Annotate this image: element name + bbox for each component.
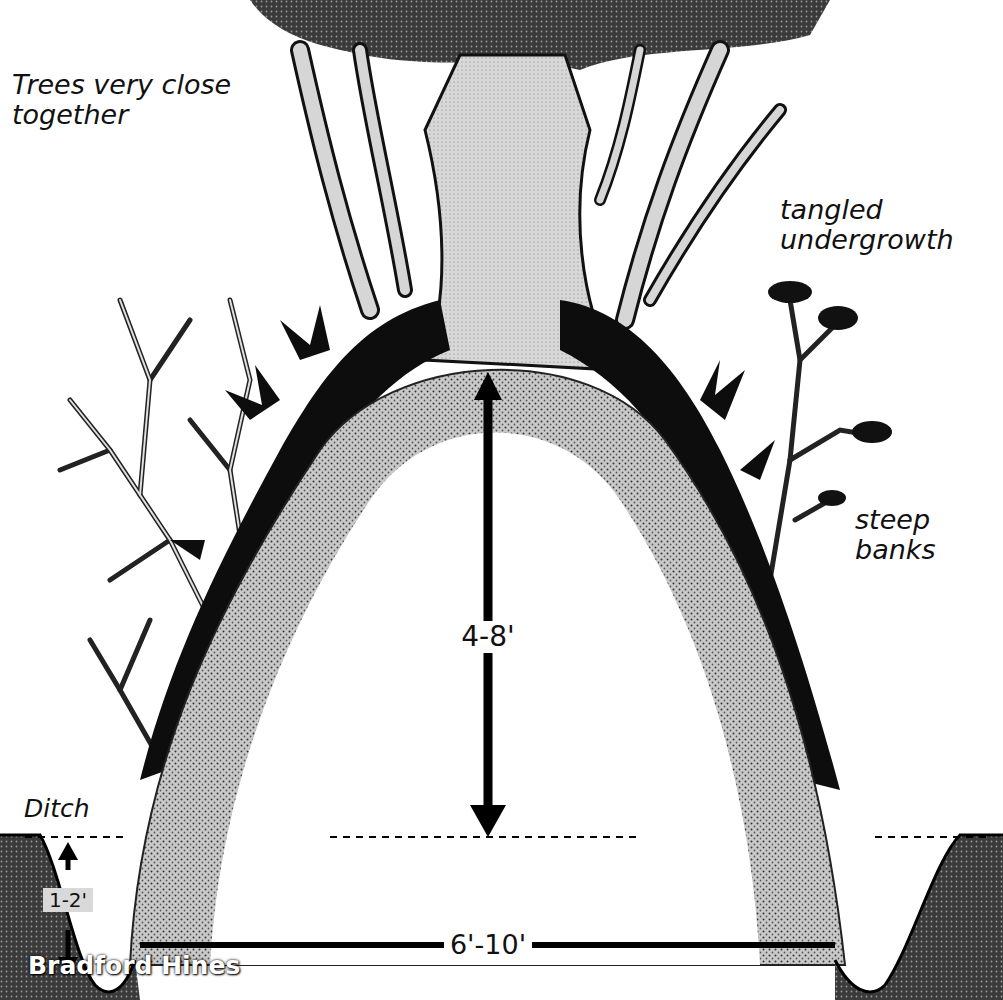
height-arrow	[470, 372, 506, 837]
note-label: tangled undergrowth	[780, 195, 995, 254]
dimension-label: 4-8'	[455, 621, 520, 654]
leaf-clumps	[768, 281, 892, 506]
note-label: steep banks	[855, 505, 975, 564]
watermark: Bradford Hines	[28, 952, 240, 980]
ground-right	[835, 835, 1003, 1000]
mound-bank	[130, 370, 845, 965]
level-lines	[25, 836, 990, 838]
dimension-label: 6'-10'	[444, 929, 532, 961]
part-label: Ditch	[24, 795, 90, 823]
note-label: Trees very close together	[12, 70, 272, 129]
dimension-label: 1-2'	[43, 888, 93, 912]
